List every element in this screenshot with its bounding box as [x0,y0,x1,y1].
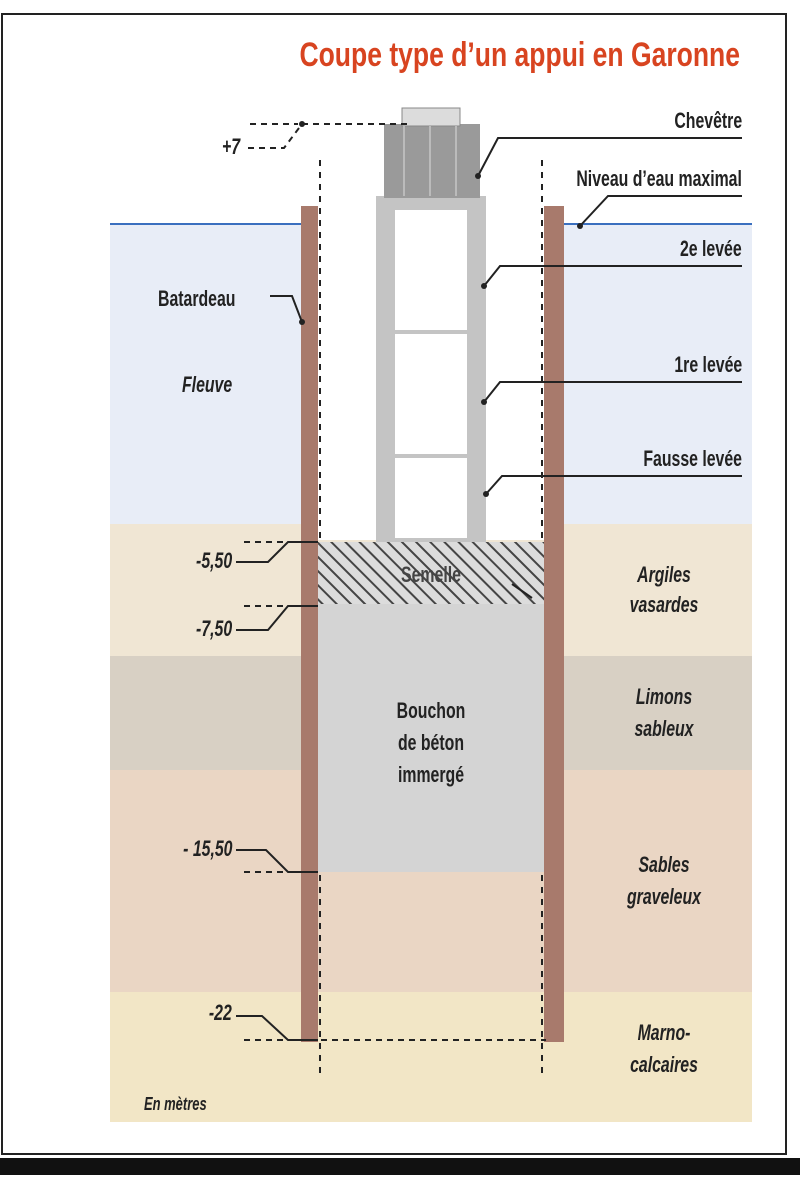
leader-m7 [236,605,318,631]
leader-m5 [236,541,318,563]
leader-niveau [579,195,742,227]
semelle-block [318,542,544,604]
label-fleuve: Fleuve [182,372,233,397]
leader-levee1 [483,381,742,403]
chevetre-cap [401,107,461,127]
batardeau-right-wall [544,206,564,1042]
leader-fausse [485,475,742,495]
bouchon-block [318,604,544,872]
pile-fausse-levee-window [395,458,467,538]
layer-label-sables-2: graveleux [627,884,701,909]
level-plus7: +7 [221,134,240,159]
leader-batardeau [270,295,303,323]
label-bouchon-line1: Bouchon [396,698,466,723]
layer-label-marno-2: calcaires [630,1052,698,1077]
layer-label-sables-1: Sables [638,852,690,877]
label-bouchon-line2: de béton [397,730,464,755]
level-m15-50: - 15,50 [182,836,232,861]
layer-label-limons-2: sableux [634,716,694,741]
label-niveau-eau: Niveau d’eau maximal [576,166,742,191]
bottom-bar [0,1158,800,1175]
label-batardeau: Batardeau [158,286,236,311]
layer-label-argiles-1: Argiles [637,562,691,587]
pile-levee-2-window [395,210,467,330]
batardeau-left-wall [301,206,318,1042]
label-semelle: Semelle [401,562,461,587]
leader-m15 [236,849,318,873]
chevetre-block [384,124,480,198]
label-leaders [270,137,742,599]
label-bouchon-line3: immergé [397,762,465,787]
leader-dots [299,121,583,497]
level-m22: -22 [209,1000,232,1025]
leader-chevetre [477,137,742,177]
layer-marno [110,992,752,1122]
diagram-title: Coupe type d’un appui en Garonne [299,36,740,74]
leader-semelle [511,583,533,599]
layer-label-marno-1: Marno- [637,1020,691,1045]
leader-levee2 [483,265,742,287]
label-levee-2: 2e levée [680,236,742,261]
layer-label-limons-1: Limons [635,684,693,709]
label-fausse-levee: Fausse levée [643,446,742,471]
label-chevetre: Chevêtre [674,108,742,133]
label-levee-1: 1re levée [674,352,742,377]
level-leaders [236,123,546,1041]
level-m7-50: -7,50 [195,616,232,641]
pile-levee-1-window [395,334,467,454]
layer-label-argiles-2: vasardes [629,592,699,617]
unit-note: En mètres [144,1094,207,1114]
level-m5-50: -5,50 [195,548,232,573]
